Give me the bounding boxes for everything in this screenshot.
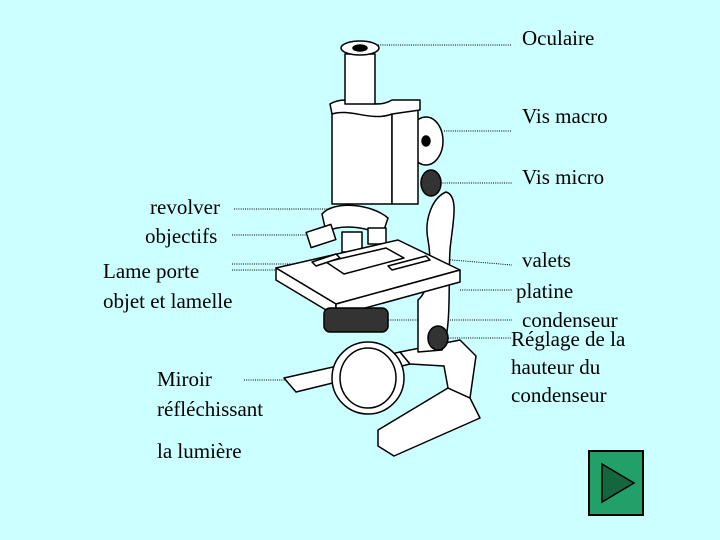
microscope-illustration (275, 40, 481, 457)
label-platine: platine (516, 279, 574, 303)
label-lame-line2: objet et lamelle (103, 289, 233, 313)
eyepiece-tube (344, 53, 376, 105)
condenser (323, 307, 389, 333)
body-tube-rack (391, 103, 419, 205)
microscope-foot-arm (399, 339, 477, 399)
play-triangle-icon (590, 452, 642, 514)
glass-slide (325, 247, 405, 275)
label-lumiere: la lumière (157, 439, 242, 463)
label-objectifs: objectifs (145, 224, 218, 248)
eyepiece-hole (352, 44, 368, 52)
next-slide-button[interactable] (588, 450, 644, 516)
label-vis-micro: Vis micro (522, 165, 605, 189)
body-tube (331, 103, 393, 205)
label-vis-macro: Vis macro (522, 104, 608, 128)
mirror-inner (339, 347, 397, 409)
label-lame-line1: Lame porte (103, 259, 200, 283)
coarse-focus-knob-center (421, 135, 431, 147)
label-miroir-line1: Miroir (157, 367, 212, 391)
objective-1 (305, 223, 337, 249)
stage-clip-right (387, 255, 431, 271)
label-oculaire: Oculaire (522, 26, 595, 50)
label-miroir-line2: réfléchissant (157, 397, 264, 421)
condenser-knob (427, 325, 449, 351)
label-reglage-line3: condenseur (511, 383, 607, 407)
label-reglage-line2: hauteur du (511, 355, 601, 379)
label-valets: valets (522, 248, 571, 272)
label-revolver: revolver (150, 195, 220, 219)
label-condenseur: condenseur (522, 308, 618, 332)
fine-focus-knob (420, 169, 442, 197)
stage-clip-left (311, 253, 341, 267)
objective-3 (367, 227, 387, 245)
label-reglage-line1: Réglage de la (511, 327, 626, 351)
